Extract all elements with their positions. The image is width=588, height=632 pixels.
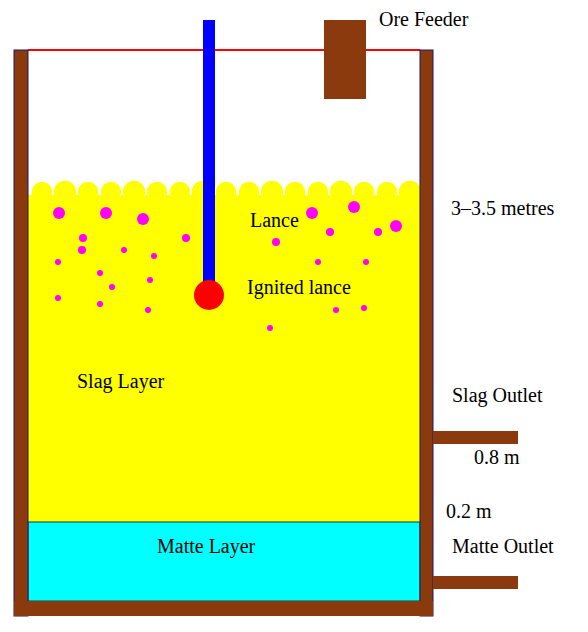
matte-layer: Matte Layer — [28, 522, 420, 601]
droplet — [121, 247, 127, 253]
dimension-label: 0.2 m — [446, 500, 492, 522]
droplet — [97, 301, 103, 307]
slag-outlet — [433, 431, 518, 444]
droplet — [137, 213, 149, 225]
droplet — [78, 246, 86, 254]
left-wall — [14, 50, 28, 616]
droplet — [109, 284, 115, 290]
right-wall — [420, 50, 433, 616]
droplet — [145, 307, 151, 313]
droplet — [151, 253, 157, 259]
droplet — [333, 307, 339, 313]
droplet — [390, 220, 402, 232]
droplet — [267, 325, 273, 331]
droplet — [53, 207, 65, 219]
droplet — [55, 295, 61, 301]
ignited-lance-tip — [194, 280, 224, 310]
droplet — [326, 228, 334, 236]
part-label: Slag Outlet — [452, 384, 543, 406]
droplet — [55, 259, 61, 265]
droplet — [363, 259, 369, 265]
droplet — [79, 234, 87, 242]
droplet — [97, 270, 103, 276]
dimension-label: 0.8 m — [474, 446, 520, 468]
furnace-floor — [14, 601, 433, 616]
part-label: Matte Outlet — [452, 535, 554, 557]
droplet — [147, 277, 153, 283]
droplet — [100, 207, 112, 219]
ore-feeder — [324, 20, 366, 99]
part-label: Ore Feeder — [379, 8, 468, 30]
dimension-label: 3–3.5 metres — [451, 197, 554, 219]
layer-label: Slag Layer — [77, 370, 164, 392]
part-label: Ignited lance — [247, 276, 351, 298]
part-label: Lance — [250, 209, 299, 231]
matte-outlet — [433, 576, 518, 589]
droplet — [182, 234, 190, 242]
droplet — [348, 201, 360, 213]
droplet — [272, 238, 280, 246]
layer-label: Matte Layer — [157, 535, 255, 557]
droplet — [374, 228, 382, 236]
droplet — [315, 259, 321, 265]
slag-layer: Slag Layer — [28, 195, 420, 522]
matte-fill — [28, 522, 420, 601]
slag-fill — [28, 195, 420, 522]
droplets — [53, 201, 402, 331]
lance — [203, 20, 215, 284]
droplet — [306, 207, 318, 219]
droplet — [361, 305, 367, 311]
